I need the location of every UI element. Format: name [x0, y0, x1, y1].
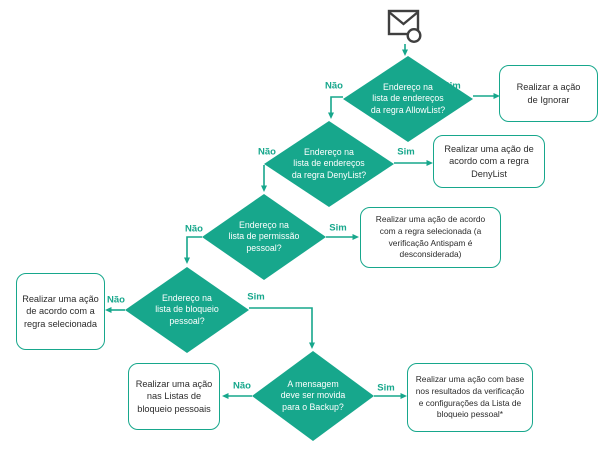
decision-personal-allow-text: Endereço na lista de permissão pessoal?: [228, 219, 300, 253]
action-personal-block-lists: Realizar uma ação nas Listas de bloqueio…: [128, 363, 220, 430]
decision-allowlist-text: Endereço na lista de endereços da regra …: [370, 81, 446, 115]
label-denylist-sim: Sim: [397, 146, 415, 158]
action-ignore-text: Realizar a ação de Ignorar: [516, 82, 581, 105]
decision-denylist-text: Endereço na lista de endereços da regra …: [291, 146, 367, 180]
action-personal-block-lists-text: Realizar uma ação nas Listas de bloqueio…: [135, 378, 213, 414]
label-personal-allow-sim: Sim: [329, 222, 347, 234]
label-backup-sim: Sim: [377, 382, 395, 394]
email-envelope-icon: [387, 9, 422, 44]
action-selected-rule-antispam: Realizar uma ação de acordo com a regra …: [360, 207, 501, 268]
edge-allowlist-nao: [328, 96, 343, 119]
action-selected-rule-text: Realizar uma ação de acordo com a regra …: [22, 293, 99, 329]
action-denylist-rule: Realizar uma ação de acordo com a regra …: [433, 135, 545, 188]
action-selected-rule: Realizar uma ação de acordo com a regra …: [16, 273, 105, 350]
action-denylist-rule-text: Realizar uma ação de acordo com a regra …: [444, 143, 534, 179]
label-personal-allow-nao: Não: [185, 223, 203, 235]
action-ignore: Realizar a ação de Ignorar: [499, 65, 598, 122]
label-personal-block-nao: Não: [107, 294, 125, 306]
edge-personal-block-sim: [249, 307, 315, 349]
action-verification-results-text: Realizar uma ação com base nos resultado…: [415, 374, 525, 420]
label-denylist-nao: Não: [258, 146, 276, 158]
edge-personal-allow-nao: [184, 236, 202, 264]
label-personal-block-sim: Sim: [247, 291, 265, 303]
label-allowlist-nao: Não: [325, 80, 343, 92]
label-backup-nao: Não: [233, 380, 251, 392]
decision-backup-text: A mensagem deve ser movida para o Backup…: [280, 378, 346, 412]
action-selected-rule-antispam-text: Realizar uma ação de acordo com a regra …: [375, 214, 486, 260]
action-verification-results: Realizar uma ação com base nos resultado…: [407, 363, 533, 432]
label-allowlist-sim: Sim: [443, 80, 461, 92]
decision-personal-block-text: Endereço na lista de bloqueio pessoal?: [155, 292, 219, 326]
